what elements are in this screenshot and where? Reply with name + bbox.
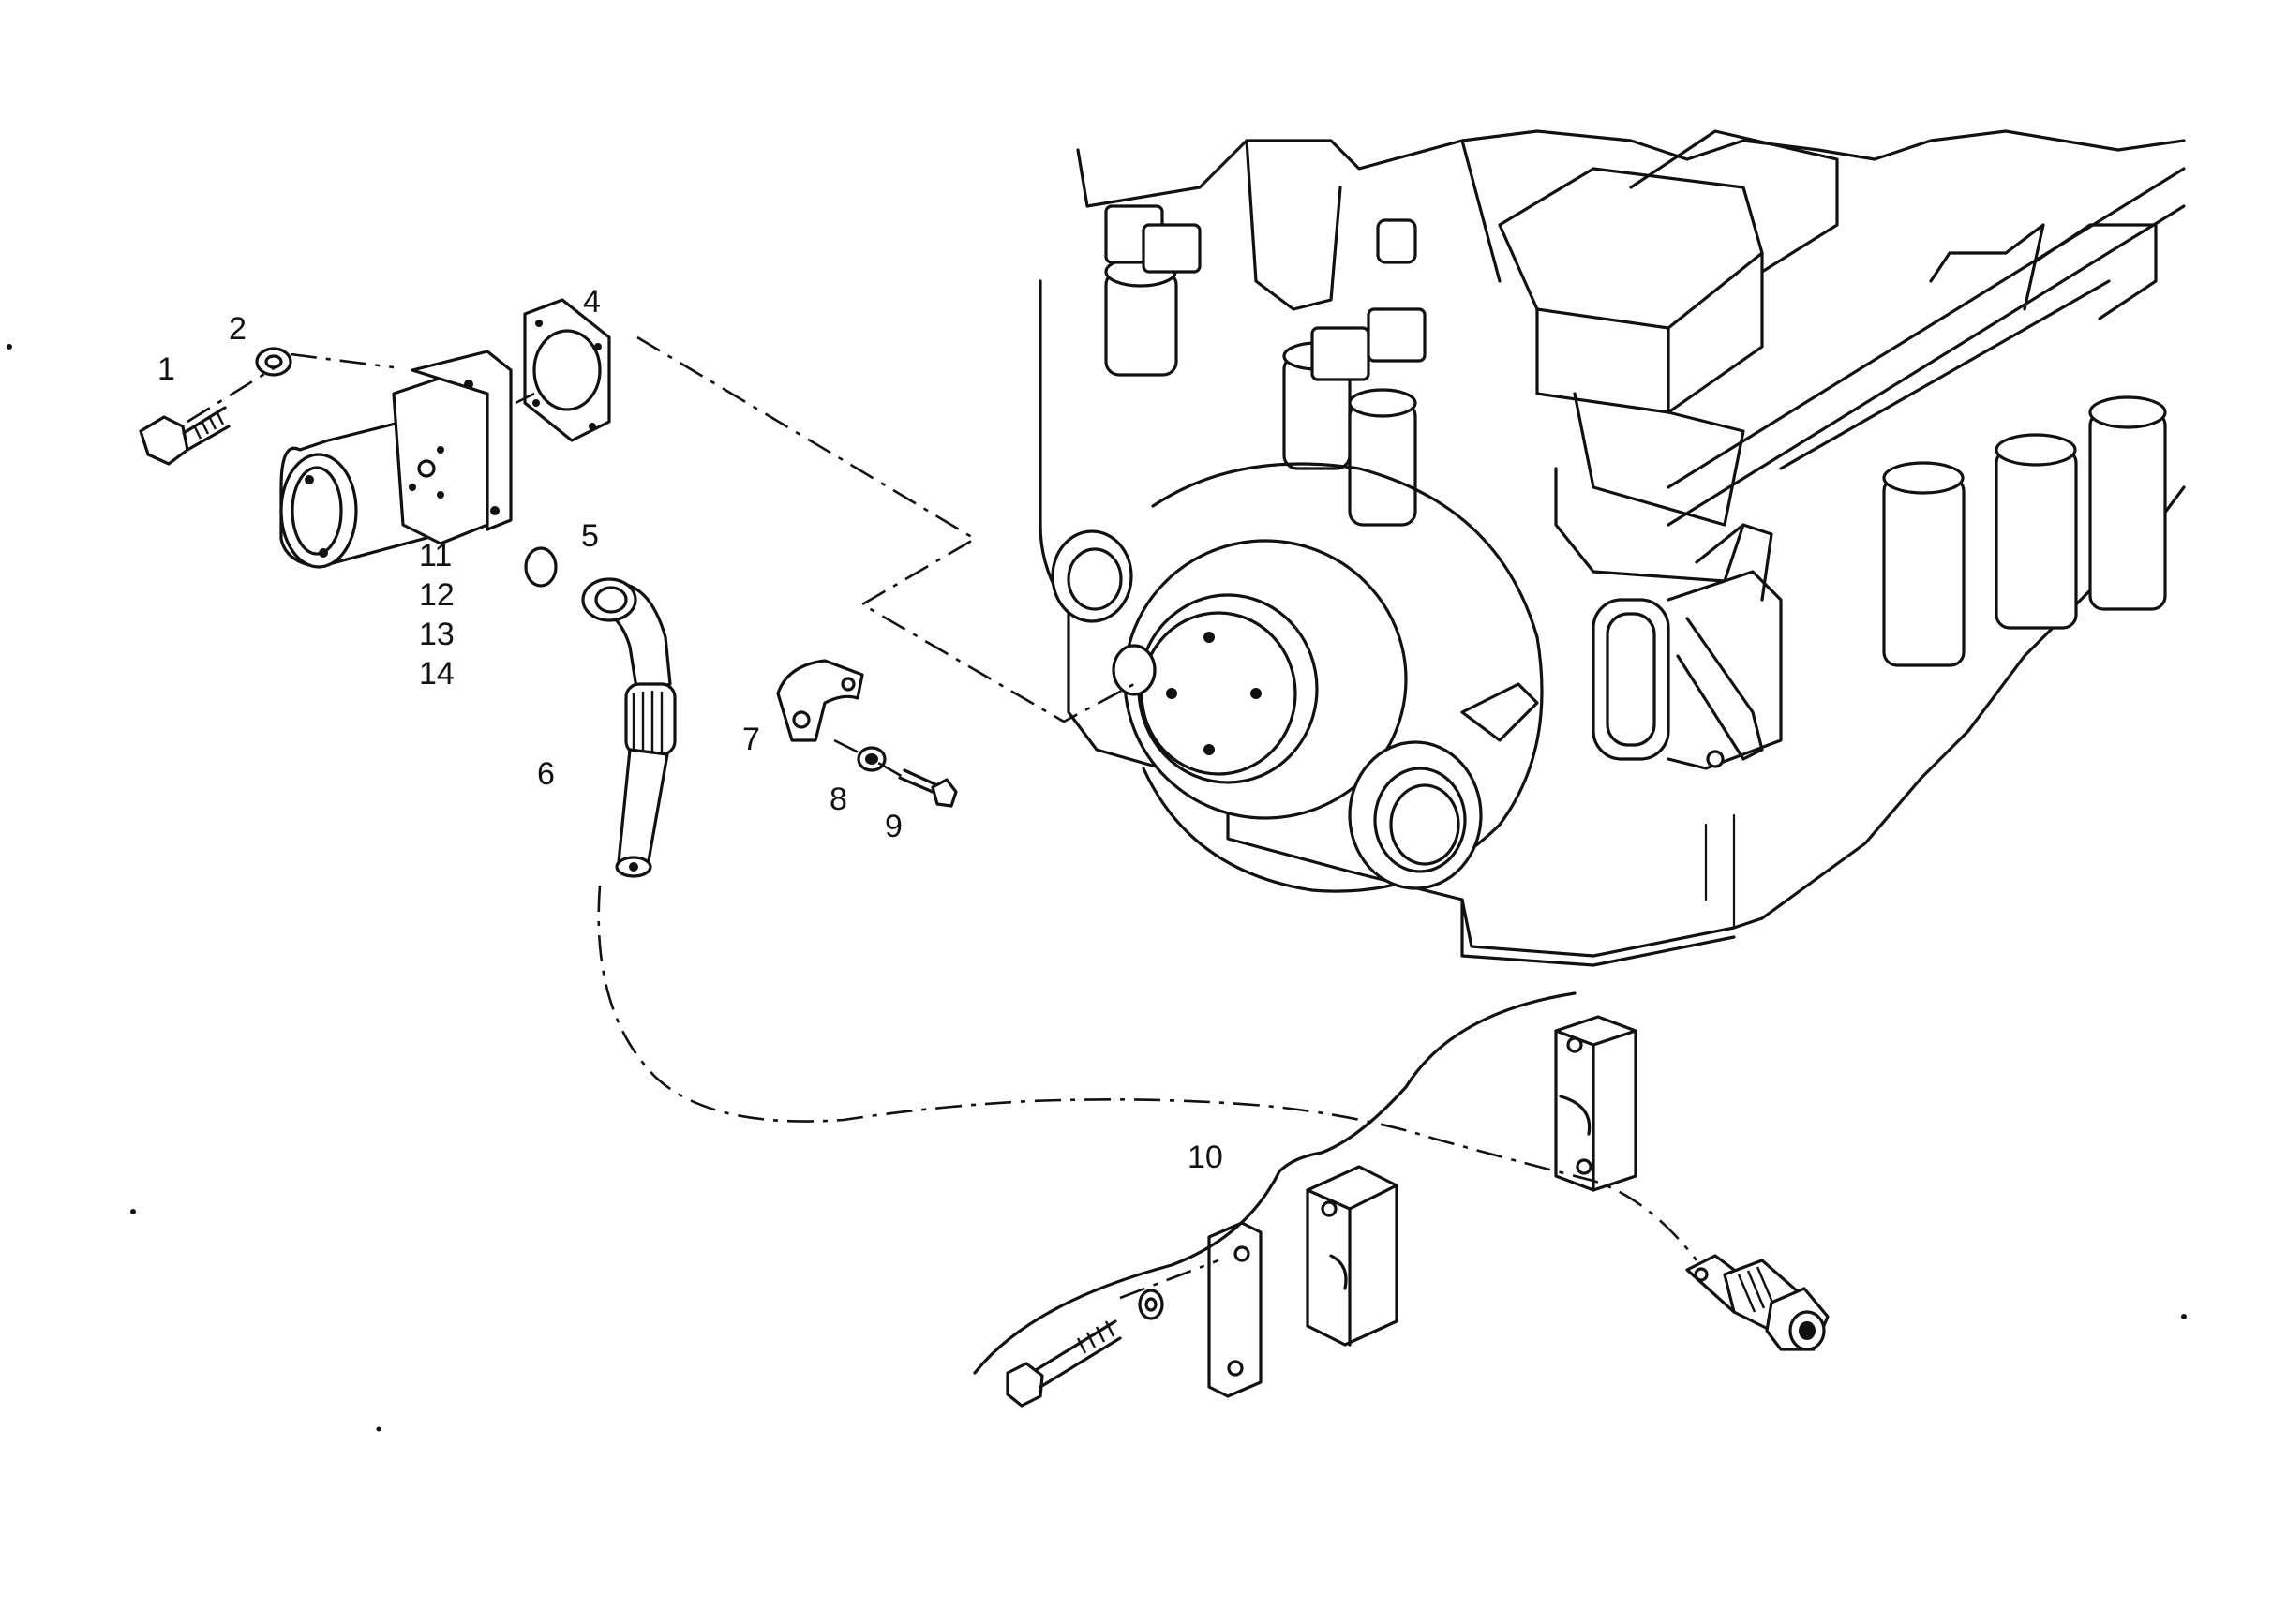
engine-assembly: [1039, 129, 2186, 967]
callout-7: 7: [742, 722, 760, 757]
hose-part-6[interactable]: [581, 577, 677, 878]
hose-fitting[interactable]: [1685, 1254, 1830, 1351]
callout-4: 4: [583, 284, 601, 320]
callout-10: 10: [1188, 1140, 1223, 1175]
callout-labels: 1 2 4 5 11 12 13 14 6 7 8 9 10: [157, 284, 1223, 1175]
injector-posts: [1104, 204, 2167, 667]
callout-5: 5: [581, 518, 599, 554]
front-cover: [1051, 462, 1544, 893]
side-pump: [1460, 523, 1783, 770]
gasket-part-4[interactable]: [523, 298, 611, 442]
callout-6: 6: [537, 756, 555, 792]
callout-1: 1: [157, 351, 175, 387]
mount-plate[interactable]: [1207, 1221, 1263, 1398]
callout-13: 13: [419, 617, 455, 652]
callout-14: 14: [419, 656, 455, 692]
mount-block-upper[interactable]: [1554, 1015, 1637, 1192]
callout-11: 11: [419, 538, 452, 574]
frame-cut-line: [973, 991, 1577, 1375]
mount-washer[interactable]: [1138, 1289, 1164, 1320]
bolt-part-1[interactable]: [139, 406, 231, 466]
screw-part-9[interactable]: [898, 768, 958, 808]
clamp-part-7[interactable]: [776, 659, 864, 742]
o-ring-part-5[interactable]: [524, 546, 558, 588]
callout-2: 2: [229, 311, 247, 347]
callout-9: 9: [885, 809, 903, 844]
washer-part-2[interactable]: [255, 347, 292, 377]
pump-unit-part-11[interactable]: [279, 350, 513, 569]
callout-12: 12: [419, 577, 455, 613]
leader-lines: [187, 335, 1698, 1300]
scan-specks: [7, 344, 2187, 1432]
callout-8: 8: [830, 782, 847, 817]
mount-block-lower[interactable]: [1306, 1165, 1398, 1347]
nut-part-8[interactable]: [857, 746, 887, 772]
long-bolt[interactable]: [1006, 1319, 1122, 1408]
